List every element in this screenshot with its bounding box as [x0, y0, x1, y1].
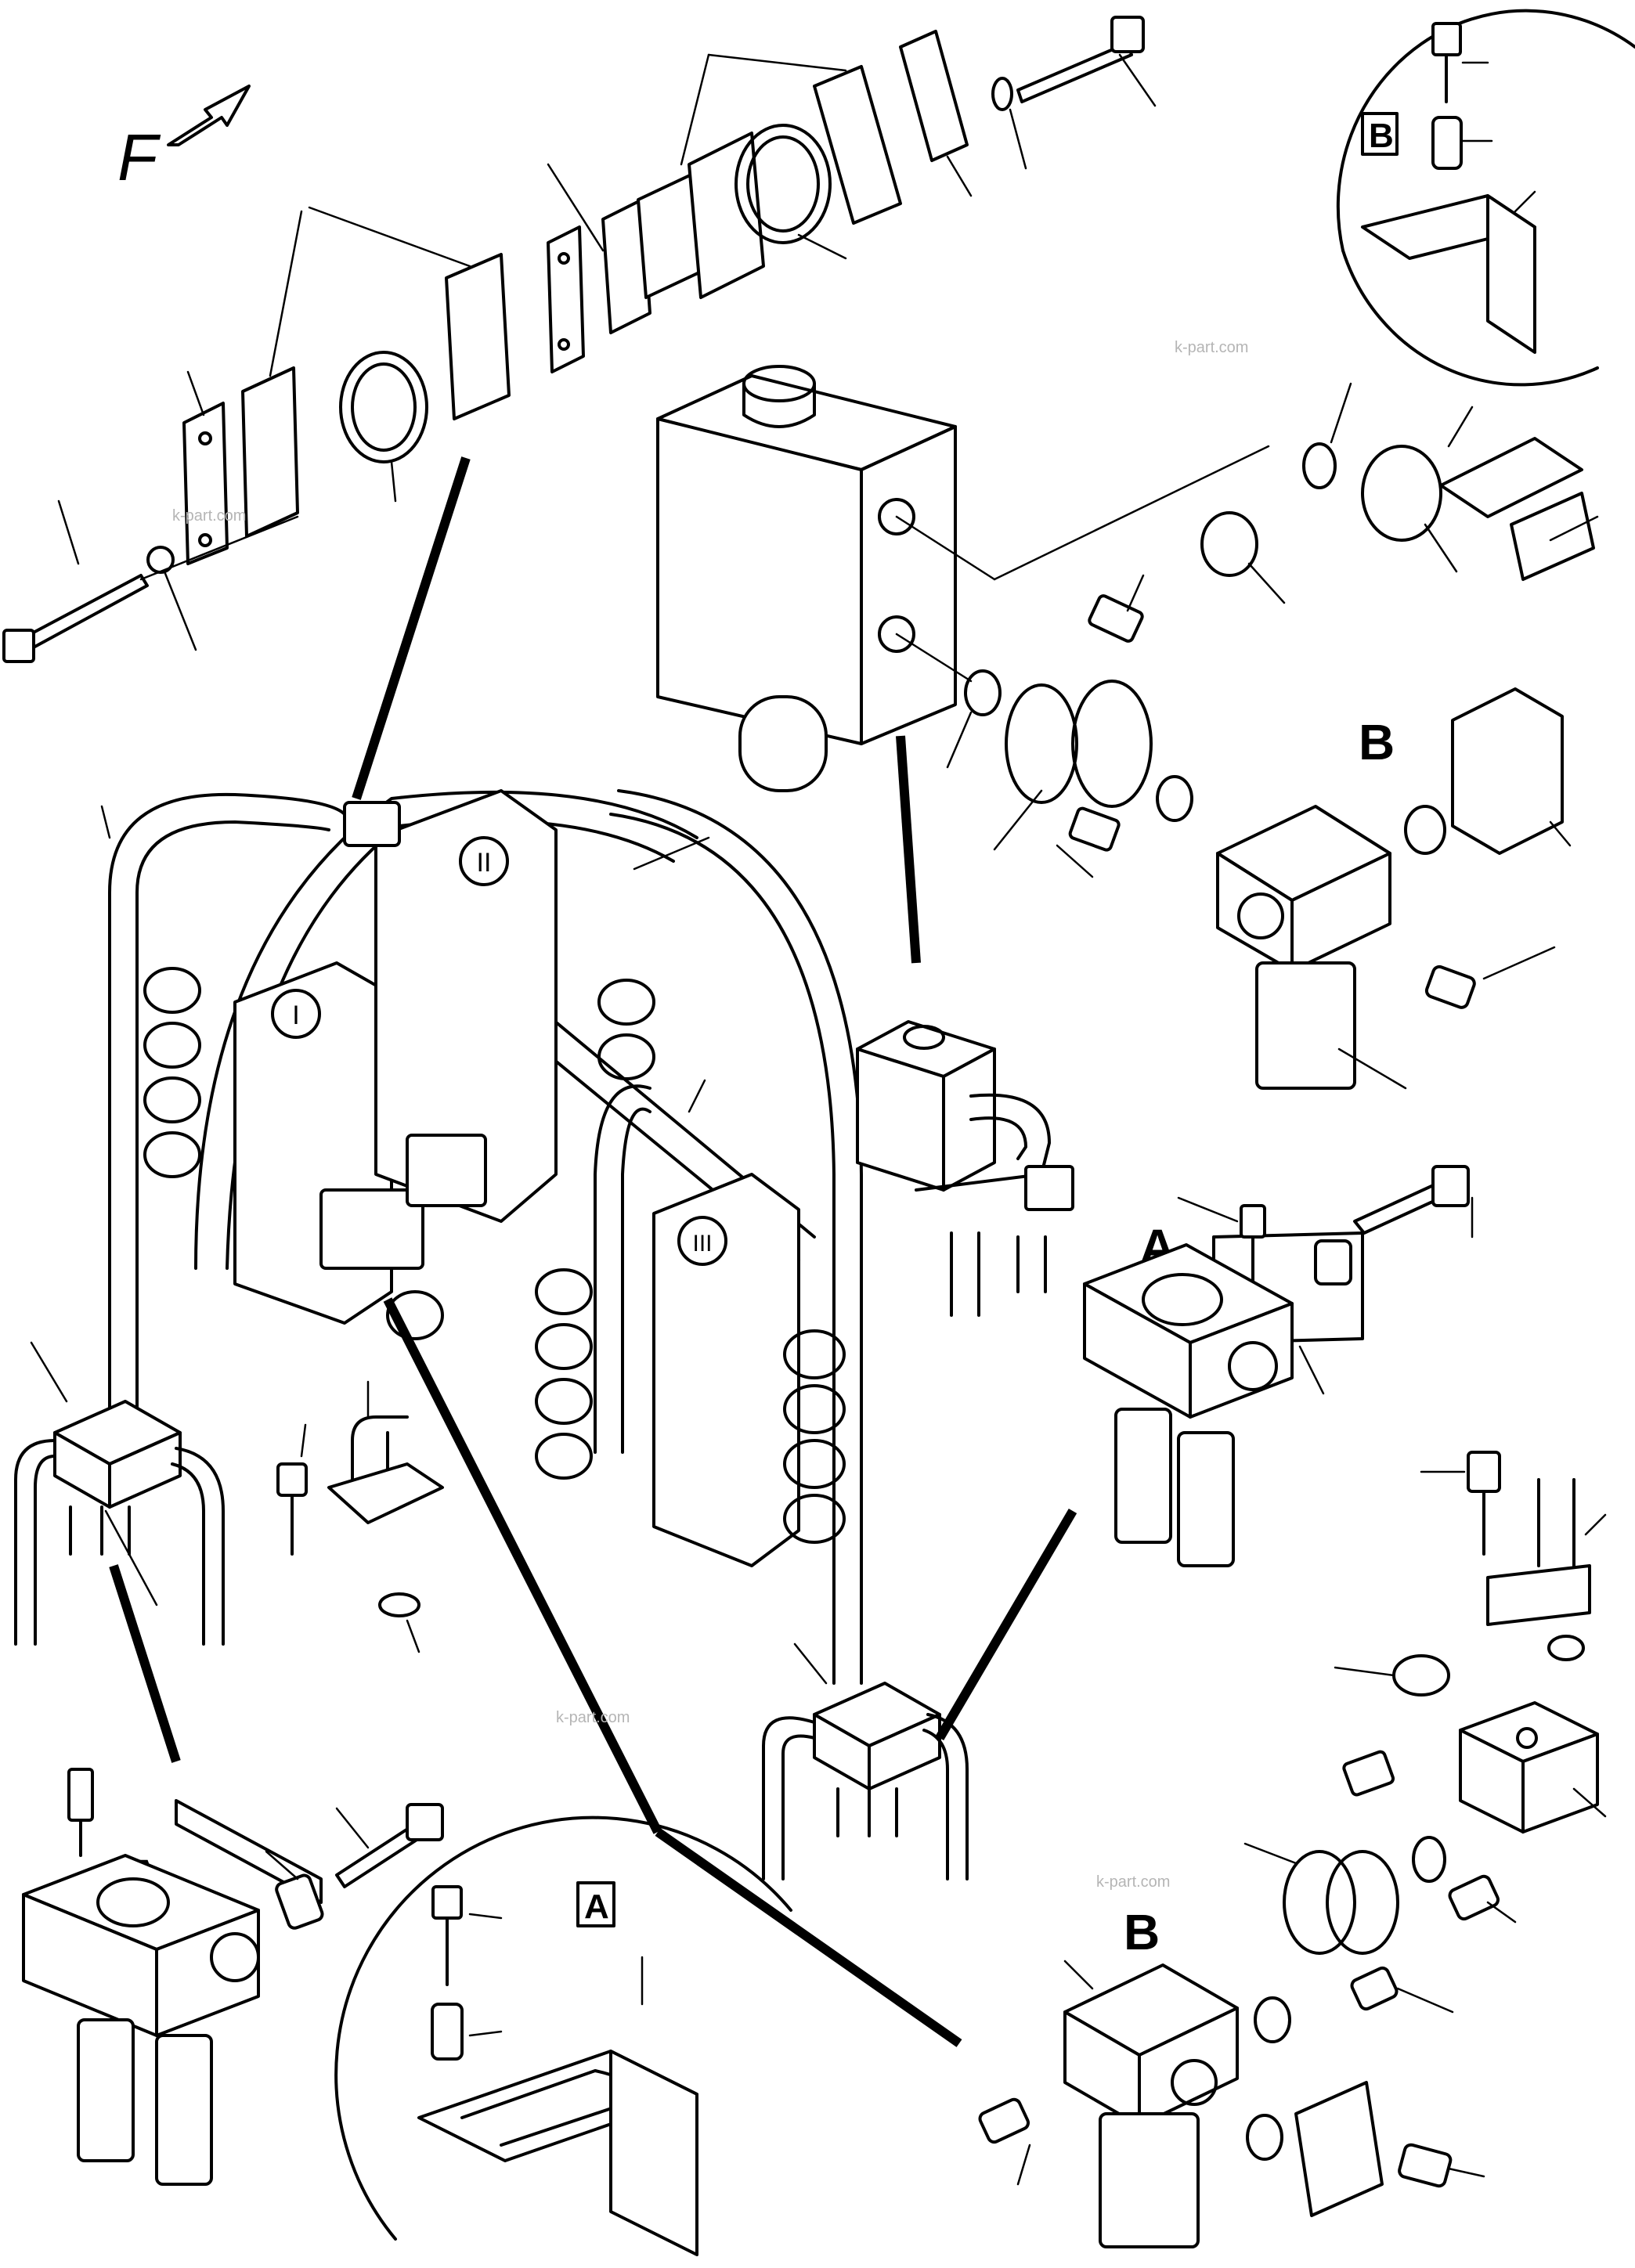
flange-middle	[946, 669, 1446, 878]
flange-center-left	[276, 1380, 444, 1653]
filter-b-upper: B	[1216, 687, 1572, 1090]
filter-a-middle: A	[1083, 1165, 1474, 1567]
pointer-lines	[352, 456, 1077, 2047]
watermark-1: k-part.com	[1175, 339, 1248, 356]
fittings-right-upper	[1088, 382, 1599, 643]
flange-assembly-lower-right	[1243, 1451, 1607, 2014]
watermark-3: k-part.com	[556, 1709, 630, 1726]
section-marker-2	[459, 836, 509, 886]
manifold-left	[14, 1341, 225, 1763]
section-label-1: I	[292, 1001, 299, 1030]
filter-b-lower-label: B	[1124, 1904, 1160, 1960]
valve-block-upper	[656, 365, 1270, 792]
direction-arrow-icon	[167, 85, 251, 146]
control-valve-assembly: II I III	[100, 789, 863, 1685]
section-label-2: II	[477, 848, 492, 878]
manifold-right	[762, 1642, 969, 1880]
filter-a-lower: A	[22, 1768, 444, 2186]
direction-label: F	[117, 121, 161, 194]
filter-b-upper-label: B	[1359, 714, 1395, 770]
detail-inset-b: B	[1336, 9, 1635, 387]
section-label-3: III	[692, 1231, 712, 1257]
inset-a-label: A	[584, 1888, 609, 1926]
watermark-2: k-part.com	[172, 507, 246, 525]
section-marker-3	[677, 1216, 727, 1266]
direction-marker: F	[117, 85, 251, 194]
detail-inset-a: A	[334, 1815, 792, 2256]
inset-b-label: B	[1369, 117, 1394, 155]
watermark-4: k-part.com	[1096, 1873, 1170, 1891]
filter-b-lower: B	[978, 1904, 1485, 2248]
valve-block-small	[856, 1020, 1074, 1317]
section-marker-1	[271, 989, 321, 1039]
flange-assembly-upper-center	[601, 16, 1157, 334]
clamp-assembly-upper-left	[2, 163, 605, 663]
